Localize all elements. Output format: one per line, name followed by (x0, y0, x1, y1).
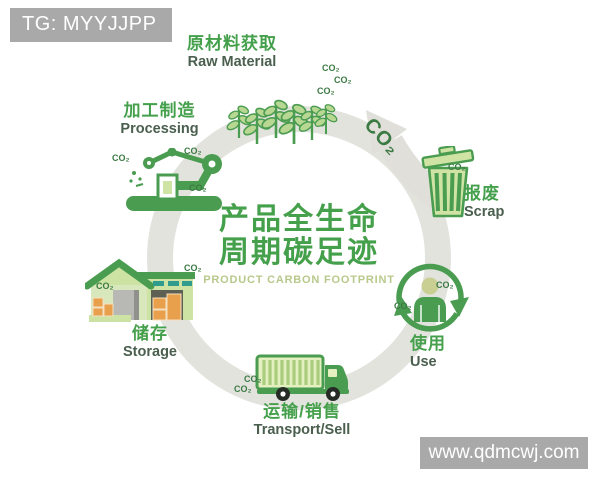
stage-label-raw-material: 原材料获取 Raw Material (158, 34, 306, 70)
watermark-text: www.qdmcwj.com (428, 442, 580, 463)
center-title-block: 产品全生命 周期碳足迹 PRODUCT CARBON FOOTPRINT (149, 203, 449, 286)
use-label-en: Use (410, 353, 437, 370)
warehouse-icon (83, 258, 195, 324)
stage-label-scrap: 报废 Scrap (464, 184, 544, 220)
stage-label-use: 使用 Use (410, 334, 490, 370)
storage-label-zh: 储存 (132, 324, 168, 343)
center-subtitle: PRODUCT CARBON FOOTPRINT (203, 274, 395, 286)
co2-chip: CO₂ (436, 280, 454, 290)
tg-banner-text: TG: MYYJJPP (22, 13, 157, 35)
co2-chip: CO₂ (394, 301, 412, 311)
seedlings-icon (224, 70, 340, 146)
center-title-line1: 产品全生命 (219, 203, 379, 236)
co2-chip: CO₂ (317, 86, 335, 96)
person-recycle-icon (388, 256, 472, 340)
stage-label-transport-sell: 运输/销售 Transport/Sell (238, 402, 366, 438)
transport-sell-label-zh: 运输/销售 (263, 402, 341, 421)
tg-banner: TG: MYYJJPP (10, 8, 173, 42)
center-title-line2: 周期碳足迹 (219, 236, 379, 269)
truck-icon (255, 352, 363, 402)
raw-material-label-en: Raw Material (187, 53, 277, 70)
transport-sell-label-en: Transport/Sell (253, 421, 351, 438)
co2-chip: CO₂ (96, 281, 114, 291)
co2-chip: CO₂ (189, 183, 207, 193)
co2-chip: CO₂ (244, 374, 262, 384)
scrap-label-en: Scrap (464, 203, 505, 220)
co2-chip: CO₂ (334, 75, 352, 85)
use-label-zh: 使用 (410, 334, 446, 353)
co2-chip: CO₂ (112, 153, 130, 163)
watermark-banner: www.qdmcwj.com (420, 437, 588, 469)
co2-chip: CO₂ (234, 384, 252, 394)
storage-label-en: Storage (123, 343, 177, 360)
stage-label-processing: 加工制造 Processing (92, 101, 227, 137)
processing-label-zh: 加工制造 (123, 101, 196, 120)
raw-material-label-zh: 原材料获取 (187, 34, 277, 53)
processing-label-en: Processing (120, 120, 199, 137)
trash-bin-icon (419, 145, 477, 220)
co2-chip: CO₂ (322, 63, 340, 73)
robotic-arm-icon (112, 147, 227, 216)
co2-chip: CO₂ (448, 162, 466, 172)
scrap-label-zh: 报废 (464, 184, 500, 203)
stage-label-storage: 储存 Storage (94, 324, 206, 360)
co2-chip: CO₂ (184, 146, 202, 156)
co2-chip: CO₂ (184, 263, 202, 273)
